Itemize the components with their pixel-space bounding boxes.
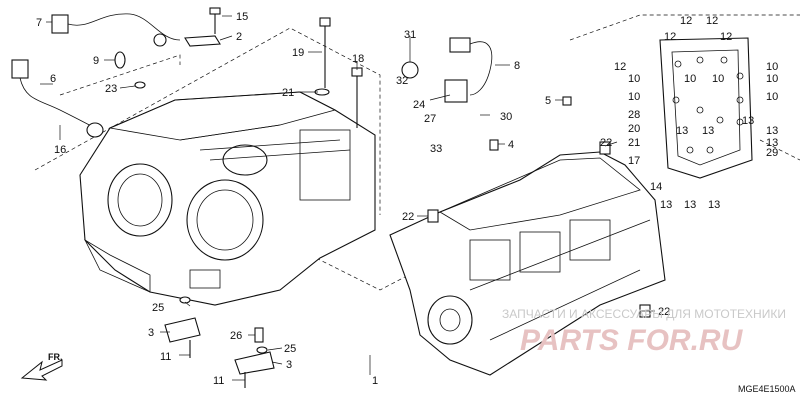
callout-9: 9 — [93, 55, 99, 67]
callout-27: 27 — [424, 113, 436, 125]
callout-13-g: 13 — [684, 199, 696, 211]
callout-33: 33 — [430, 143, 442, 155]
callout-21-lower: 21 — [628, 137, 640, 149]
callout-10-g: 10 — [766, 91, 778, 103]
callout-11-a: 11 — [160, 351, 171, 363]
callout-13-f: 13 — [660, 199, 672, 211]
callout-5: 5 — [545, 95, 551, 107]
callout-10-c: 10 — [684, 73, 696, 85]
callout-13-c: 13 — [742, 115, 754, 127]
callout-14: 14 — [650, 181, 662, 193]
callout-18: 18 — [352, 53, 364, 65]
callout-22-c: 22 — [658, 306, 670, 318]
callout-32: 32 — [396, 75, 408, 87]
callout-10-e: 10 — [766, 73, 778, 85]
callout-13-a: 13 — [676, 125, 688, 137]
sensor-8 — [401, 37, 493, 103]
callout-25-a: 25 — [152, 302, 164, 314]
leader-lines — [40, 15, 655, 381]
callout-30: 30 — [500, 111, 512, 123]
callout-25-b: 25 — [284, 343, 296, 355]
callout-23: 23 — [105, 83, 117, 95]
callout-6: 6 — [50, 73, 56, 85]
callout-12-a: 12 — [680, 15, 692, 27]
callout-31: 31 — [404, 29, 416, 41]
callout-22-a: 22 — [600, 137, 612, 149]
callout-26: 26 — [230, 330, 242, 342]
callout-4: 4 — [508, 139, 514, 151]
callout-28: 28 — [628, 109, 640, 121]
upper-crankcase-cylinder-rear — [186, 179, 264, 261]
callout-16: 16 — [54, 144, 66, 156]
right-group-outline-lower — [759, 139, 800, 161]
watermark-line-1: ЗАПЧАСТИ И АКСЕССУАРЫ ДЛЯ МОТОТЕХНИКИ — [502, 307, 786, 321]
sensor-6 — [11, 59, 104, 138]
callout-12-d: 12 — [720, 31, 732, 43]
callout-3-b: 3 — [286, 359, 292, 371]
callout-1: 1 — [372, 375, 378, 387]
oil-pan-gasket — [659, 37, 753, 179]
callout-11-b: 11 — [213, 375, 224, 387]
callout-12-c: 12 — [664, 31, 676, 43]
callout-12-e: 12 — [614, 61, 626, 73]
diagram-reference-code: MGE4E1500A — [738, 384, 796, 394]
sensor-7 — [51, 13, 181, 47]
callout-13-d: 13 — [766, 125, 778, 137]
callout-10-d: 10 — [712, 73, 724, 85]
callout-22-b: 22 — [402, 211, 414, 223]
callout-24: 24 — [413, 99, 425, 111]
callout-21-upper: 21 — [282, 87, 294, 99]
callout-13-h: 13 — [708, 199, 720, 211]
callout-labels: 7 15 2 9 23 6 16 19 18 21 31 32 24 27 33… — [36, 11, 778, 387]
front-direction-label: FR. — [48, 352, 63, 362]
front-direction-arrow — [20, 359, 63, 381]
bolts — [114, 7, 651, 388]
callout-20: 20 — [628, 123, 640, 135]
upper-group-outline — [34, 27, 381, 215]
callout-10-b: 10 — [628, 73, 640, 85]
callout-17: 17 — [628, 155, 640, 167]
callout-12-b: 12 — [706, 15, 718, 27]
watermark-line-2: PARTS FOR.RU — [520, 324, 744, 357]
callout-7: 7 — [36, 17, 42, 29]
lower-crankcase — [389, 151, 666, 376]
callout-10-f: 10 — [628, 91, 640, 103]
upper-crankcase — [79, 91, 376, 306]
callout-10-a: 10 — [766, 61, 778, 73]
callout-2: 2 — [236, 31, 242, 43]
right-group-outline — [569, 14, 800, 41]
callout-3-a: 3 — [148, 327, 154, 339]
callout-29: 29 — [766, 147, 778, 159]
callout-8: 8 — [514, 60, 520, 72]
sensor-pointer — [59, 54, 181, 96]
callout-15: 15 — [236, 11, 248, 23]
callout-13-b: 13 — [702, 125, 714, 137]
callout-19: 19 — [292, 47, 304, 59]
callout-13-e: 13 — [766, 137, 778, 149]
